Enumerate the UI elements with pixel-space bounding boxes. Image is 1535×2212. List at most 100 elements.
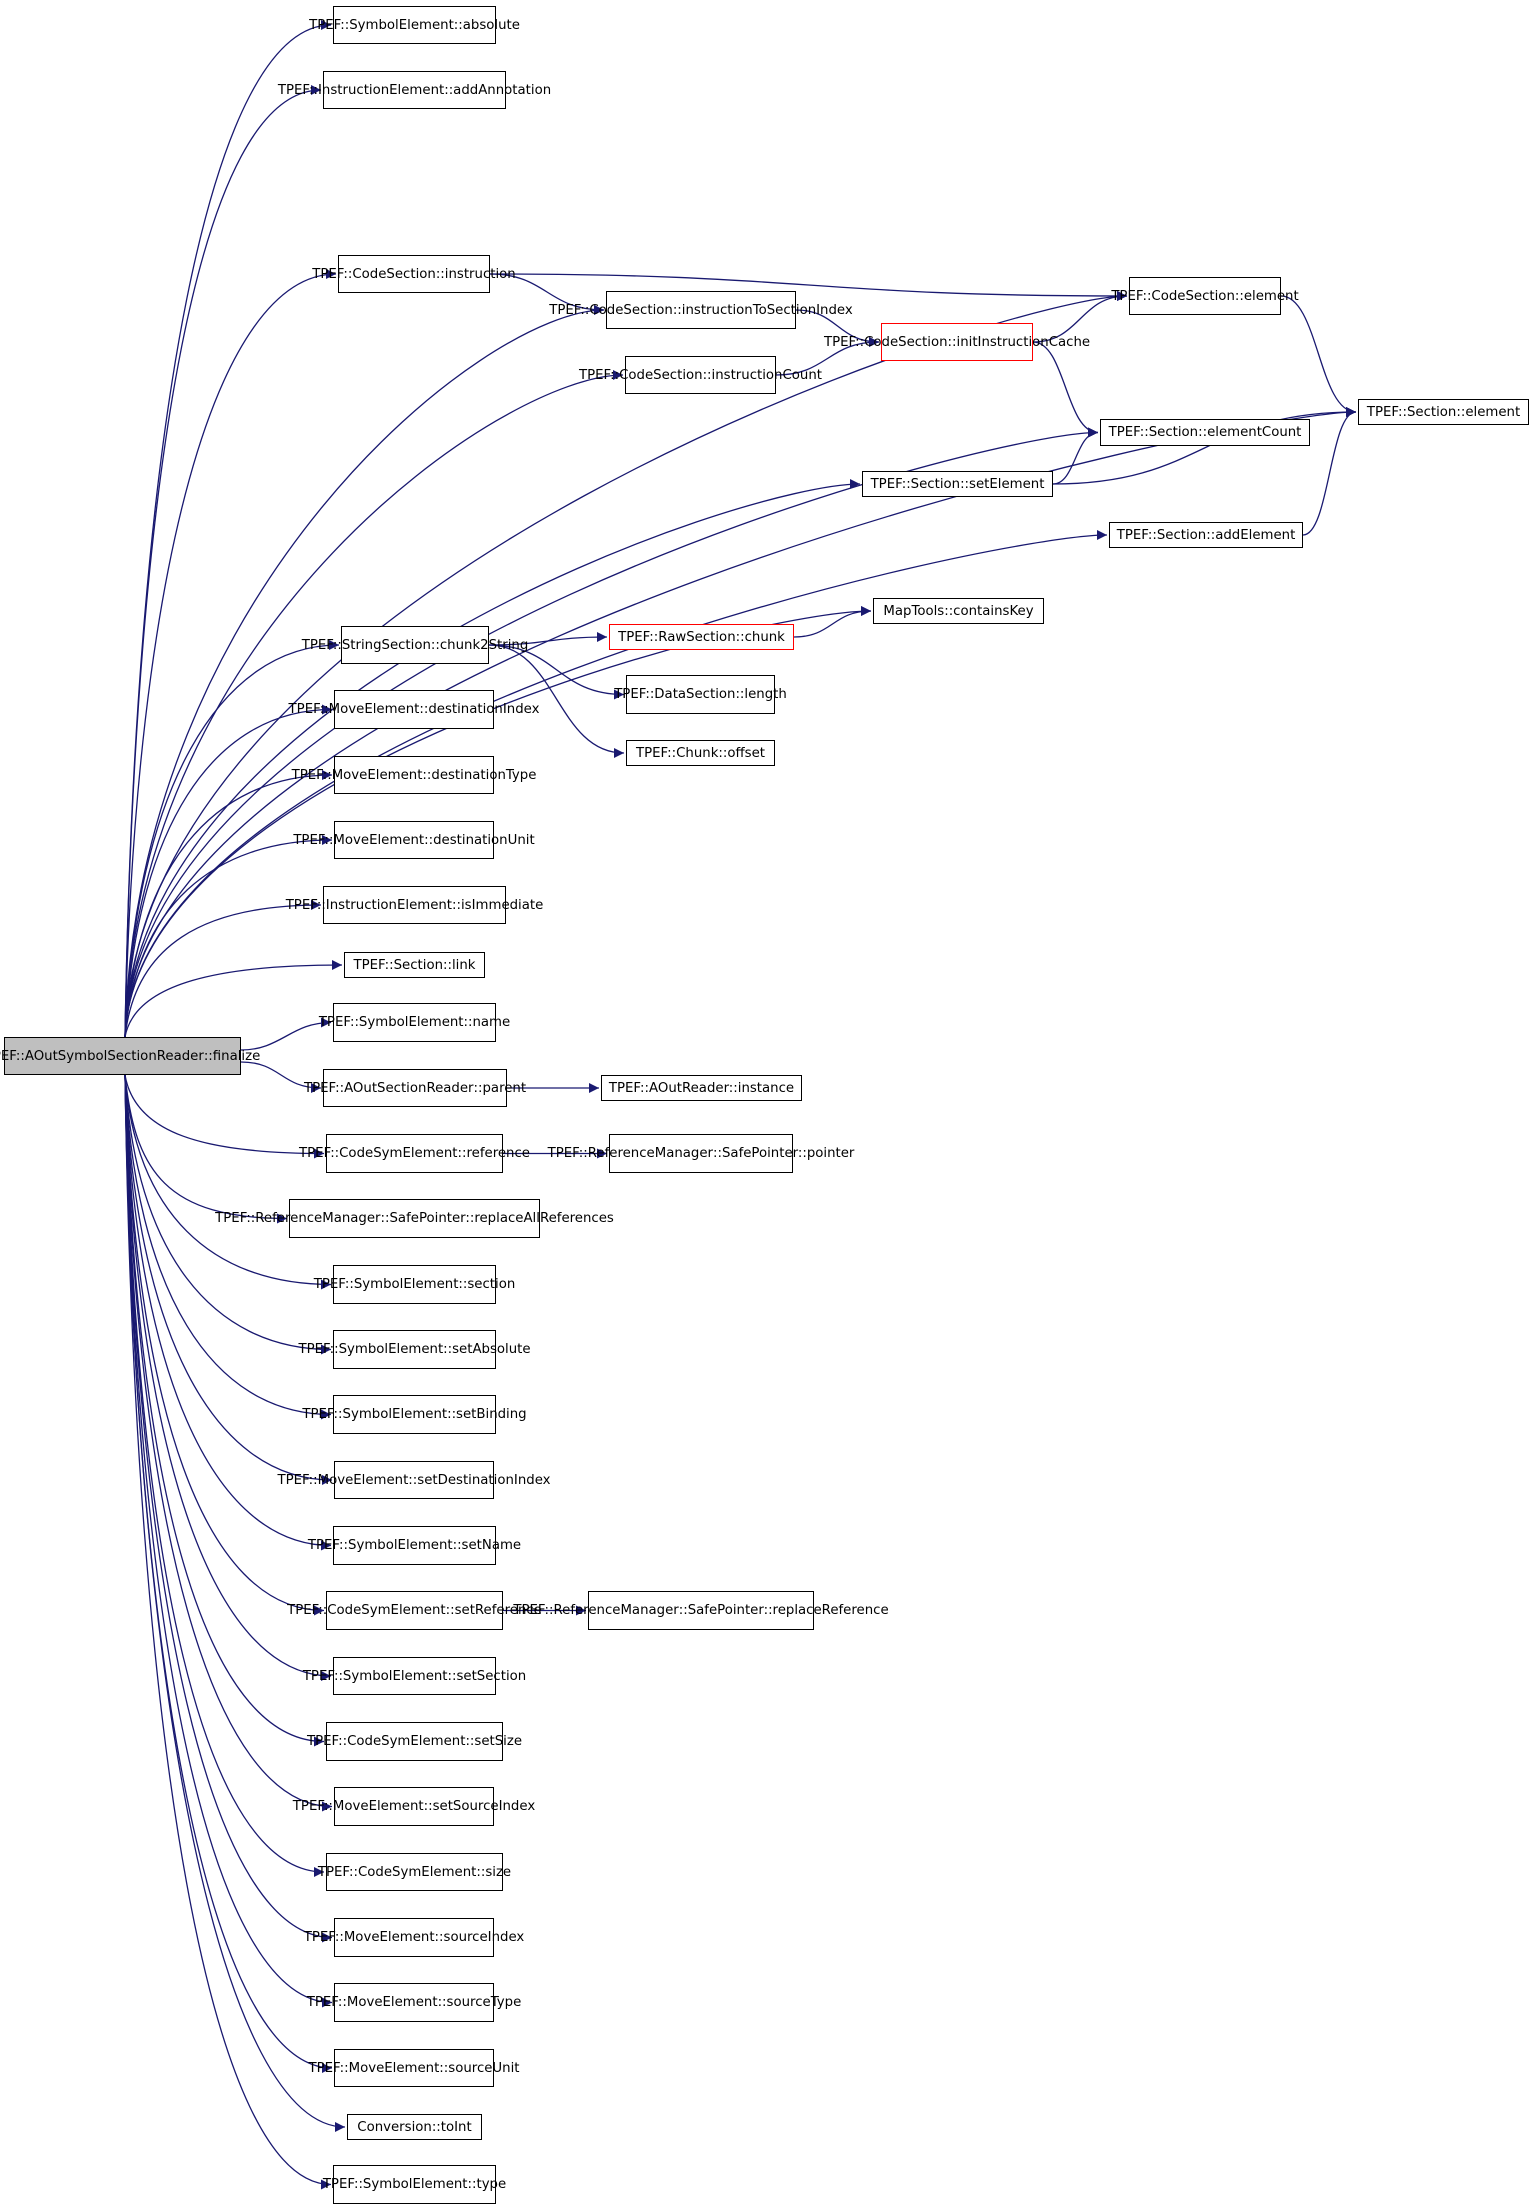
node-maptools-containskey[interactable]: MapTools::containsKey — [873, 598, 1044, 624]
node-safepointer-replaceallreferences[interactable]: TPEF::ReferenceManager ::SafePointer::re… — [215, 1199, 614, 1238]
edge-root-to-seType — [124, 1074, 332, 2190]
edge-root-to-setSection — [124, 1074, 332, 1681]
edge-cs_initInstructionCache-to-cs_element — [1032, 291, 1128, 343]
node-conversion-toint[interactable]: Conversion::toInt — [347, 2114, 482, 2140]
node-line1: TPEF::Section::element — [1366, 404, 1521, 420]
node-line2: ::setSize — [465, 1734, 523, 1749]
node-line1: TPEF::MoveElement:: — [291, 767, 432, 783]
node-line2: sourceUnit — [448, 2060, 520, 2076]
node-line2: ::reference — [457, 1146, 530, 1161]
root-node-finalize: TPEF::AOutSymbolSectionReader ::finalize — [0, 1037, 260, 1075]
node-moveelement-setsourceindex[interactable]: TPEF::MoveElement:: setSourceIndex — [293, 1787, 535, 1826]
node-moveelement-destinationtype[interactable]: TPEF::MoveElement:: destinationType — [292, 756, 536, 794]
node-symbolelement-setname[interactable]: TPEF::SymbolElement ::setName — [308, 1526, 521, 1565]
node-symbolelement-type[interactable]: TPEF::SymbolElement ::type — [323, 2165, 506, 2204]
node-line2: setDestinationIndex — [417, 1472, 551, 1488]
node-moveelement-destinationunit[interactable]: TPEF::MoveElement:: destinationUnit — [293, 821, 535, 859]
node-rawsection-chunk[interactable]: TPEF::RawSection::chunk — [609, 624, 794, 650]
node-section-addelement[interactable]: TPEF::Section::addElement — [1109, 522, 1303, 548]
node-line2: ::size — [476, 1864, 512, 1880]
node-symbolelement-section[interactable]: TPEF::SymbolElement ::section — [314, 1265, 515, 1304]
node-moveelement-destinationindex[interactable]: TPEF::MoveElement:: destinationIndex — [289, 690, 539, 729]
node-line1: TPEF::SymbolElement — [322, 2177, 468, 2192]
node-line2: setSourceIndex — [432, 1799, 536, 1814]
edge-root-to-setName — [124, 1074, 332, 1551]
node-section-element[interactable]: TPEF::Section::element — [1358, 399, 1529, 425]
node-line1: TPEF::RawSection::chunk — [618, 629, 785, 645]
node-line1: TPEF::ReferenceManager — [547, 1146, 714, 1161]
node-aoutreader-instance[interactable]: TPEF::AOutReader::instance — [601, 1075, 802, 1101]
node-symbolelement-setbinding[interactable]: TPEF::SymbolElement ::setBinding — [302, 1395, 527, 1434]
edge-root-to-addAnnotation — [124, 85, 322, 1038]
node-moveelement-setdestinationindex[interactable]: TPEF::MoveElement:: setDestinationIndex — [277, 1461, 551, 1499]
edge-root-to-setSourceIndex — [124, 1074, 333, 1812]
node-section-setelement[interactable]: TPEF::Section::setElement — [862, 471, 1053, 497]
node-line1: TPEF::ReferenceManager — [513, 1603, 679, 1618]
node-safepointer-replacereference[interactable]: TPEF::ReferenceManager ::SafePointer::re… — [513, 1591, 889, 1630]
node-symbolelement-name[interactable]: TPEF::SymbolElement ::name — [319, 1003, 510, 1042]
node-codesymelement-setreference[interactable]: TPEF::CodeSymElement ::setReference — [287, 1591, 542, 1630]
node-line1: TPEF::Section::addElement — [1116, 527, 1296, 543]
node-codesymelement-size[interactable]: TPEF::CodeSymElement ::size — [318, 1853, 511, 1891]
node-symbolelement-setsection[interactable]: TPEF::SymbolElement ::setSection — [303, 1657, 526, 1695]
edge-cs_instruction-to-cs_element — [489, 273, 1128, 301]
node-codesymelement-setsize[interactable]: TPEF::CodeSymElement ::setSize — [307, 1722, 522, 1761]
edge-cs_element-to-sec_element — [1280, 295, 1357, 417]
node-safepointer-pointer[interactable]: TPEF::ReferenceManager ::SafePointer::po… — [548, 1134, 854, 1173]
node-section-elementcount[interactable]: TPEF::Section::elementCount — [1100, 419, 1310, 446]
node-moveelement-sourcetype[interactable]: TPEF::MoveElement:: sourceType — [307, 1983, 521, 2022]
node-line2: ::SafePointer::replaceAllReferences — [380, 1211, 614, 1226]
node-line2: instructionToSectionIndex — [681, 302, 853, 318]
edge-root-to-replaceAllReferences — [124, 1074, 288, 1224]
node-codesection-initinstructioncache[interactable]: TPEF::CodeSection:: initInstructionCache — [824, 323, 1090, 361]
node-aoutsectionreader-parent[interactable]: TPEF::AOutSectionReader ::parent — [304, 1069, 526, 1107]
edge-root-to-chunk2String — [124, 640, 340, 1038]
node-symbolelement-setabsolute[interactable]: TPEF::SymbolElement ::setAbsolute — [298, 1330, 531, 1369]
edge-root-to-cs_instruction — [124, 269, 337, 1038]
node-codesymelement-reference[interactable]: TPEF::CodeSymElement ::reference — [299, 1134, 530, 1173]
node-line2: ::addAnnotation — [444, 82, 552, 98]
edge-cs_instructionToSectionIndex-to-cs_initInstructionCache — [795, 309, 880, 347]
node-datasection-length[interactable]: TPEF::DataSection:: length — [614, 675, 787, 714]
node-line1: TPEF::CodeSection:: — [312, 266, 445, 282]
node-codesection-instruction[interactable]: TPEF::CodeSection:: instruction — [312, 255, 516, 293]
node-symbolelement-absolute[interactable]: TPEF::SymbolElement ::absolute — [309, 6, 520, 44]
node-line1: TPEF::CodeSection:: — [823, 334, 957, 350]
node-codesection-element[interactable]: TPEF::CodeSection:: element — [1111, 277, 1299, 315]
node-line1: TPEF::Section::setElement — [870, 476, 1045, 492]
node-line2: destinationIndex — [428, 702, 540, 717]
node-moveelement-sourceunit[interactable]: TPEF::MoveElement:: sourceUnit — [308, 2049, 520, 2087]
node-line1: TPEF::MoveElement:: — [288, 702, 429, 717]
node-line2: ::setReference — [445, 1603, 542, 1618]
edge-chunk2String-to-dsLength — [488, 644, 625, 700]
node-codesection-instructioncount[interactable]: TPEF::CodeSection:: instructionCount — [579, 356, 822, 394]
node-line2: instructionCount — [711, 367, 822, 383]
node-line1: TPEF::InstructionElement — [277, 82, 445, 98]
edge-sec_setElement-to-sec_elementCount — [1052, 427, 1099, 485]
edge-root-to-cs_element — [124, 291, 1128, 1038]
edge-root-to-reference — [124, 1074, 325, 1159]
node-line1: TPEF::MoveElement:: — [303, 1930, 444, 1945]
edge-root-to-setAbsolute — [124, 1074, 332, 1355]
node-line1: TPEF::SymbolElement — [318, 1015, 464, 1030]
edge-root-to-parent — [240, 1061, 322, 1093]
node-line1: TPEF::DataSection:: — [614, 687, 745, 702]
edge-root-to-destinationType — [124, 770, 333, 1038]
node-line1: TPEF::SymbolElement — [313, 1277, 459, 1292]
node-moveelement-sourceindex[interactable]: TPEF::MoveElement:: sourceIndex — [304, 1918, 524, 1957]
node-line1: TPEF::AOutReader::instance — [608, 1080, 795, 1096]
edge-root-to-destinationIndex — [124, 704, 333, 1038]
edge-root-to-sourceIndex — [124, 1074, 333, 1943]
node-stringsection-chunk2string[interactable]: TPEF::StringSection ::chunk2String — [302, 626, 528, 664]
edge-root-to-isImmediate — [124, 900, 322, 1038]
node-line1: TPEF::Chunk::offset — [636, 745, 765, 761]
node-line2: ::finalize — [203, 1048, 261, 1064]
node-section-link[interactable]: TPEF::Section::link — [344, 952, 485, 978]
node-line1: TPEF::SymbolElement — [298, 1342, 444, 1357]
node-chunk-offset[interactable]: TPEF::Chunk::offset — [626, 740, 775, 766]
node-instructionelement-isimmediate[interactable]: TPEF::InstructionElement ::isImmediate — [286, 886, 543, 924]
node-instructionelement-addannotation[interactable]: TPEF::InstructionElement ::addAnnotation — [278, 71, 551, 109]
node-codesection-instructiontosectionindex[interactable]: TPEF::CodeSection:: instructionToSection… — [549, 291, 853, 329]
node-line1: TPEF::MoveElement:: — [292, 1799, 433, 1814]
